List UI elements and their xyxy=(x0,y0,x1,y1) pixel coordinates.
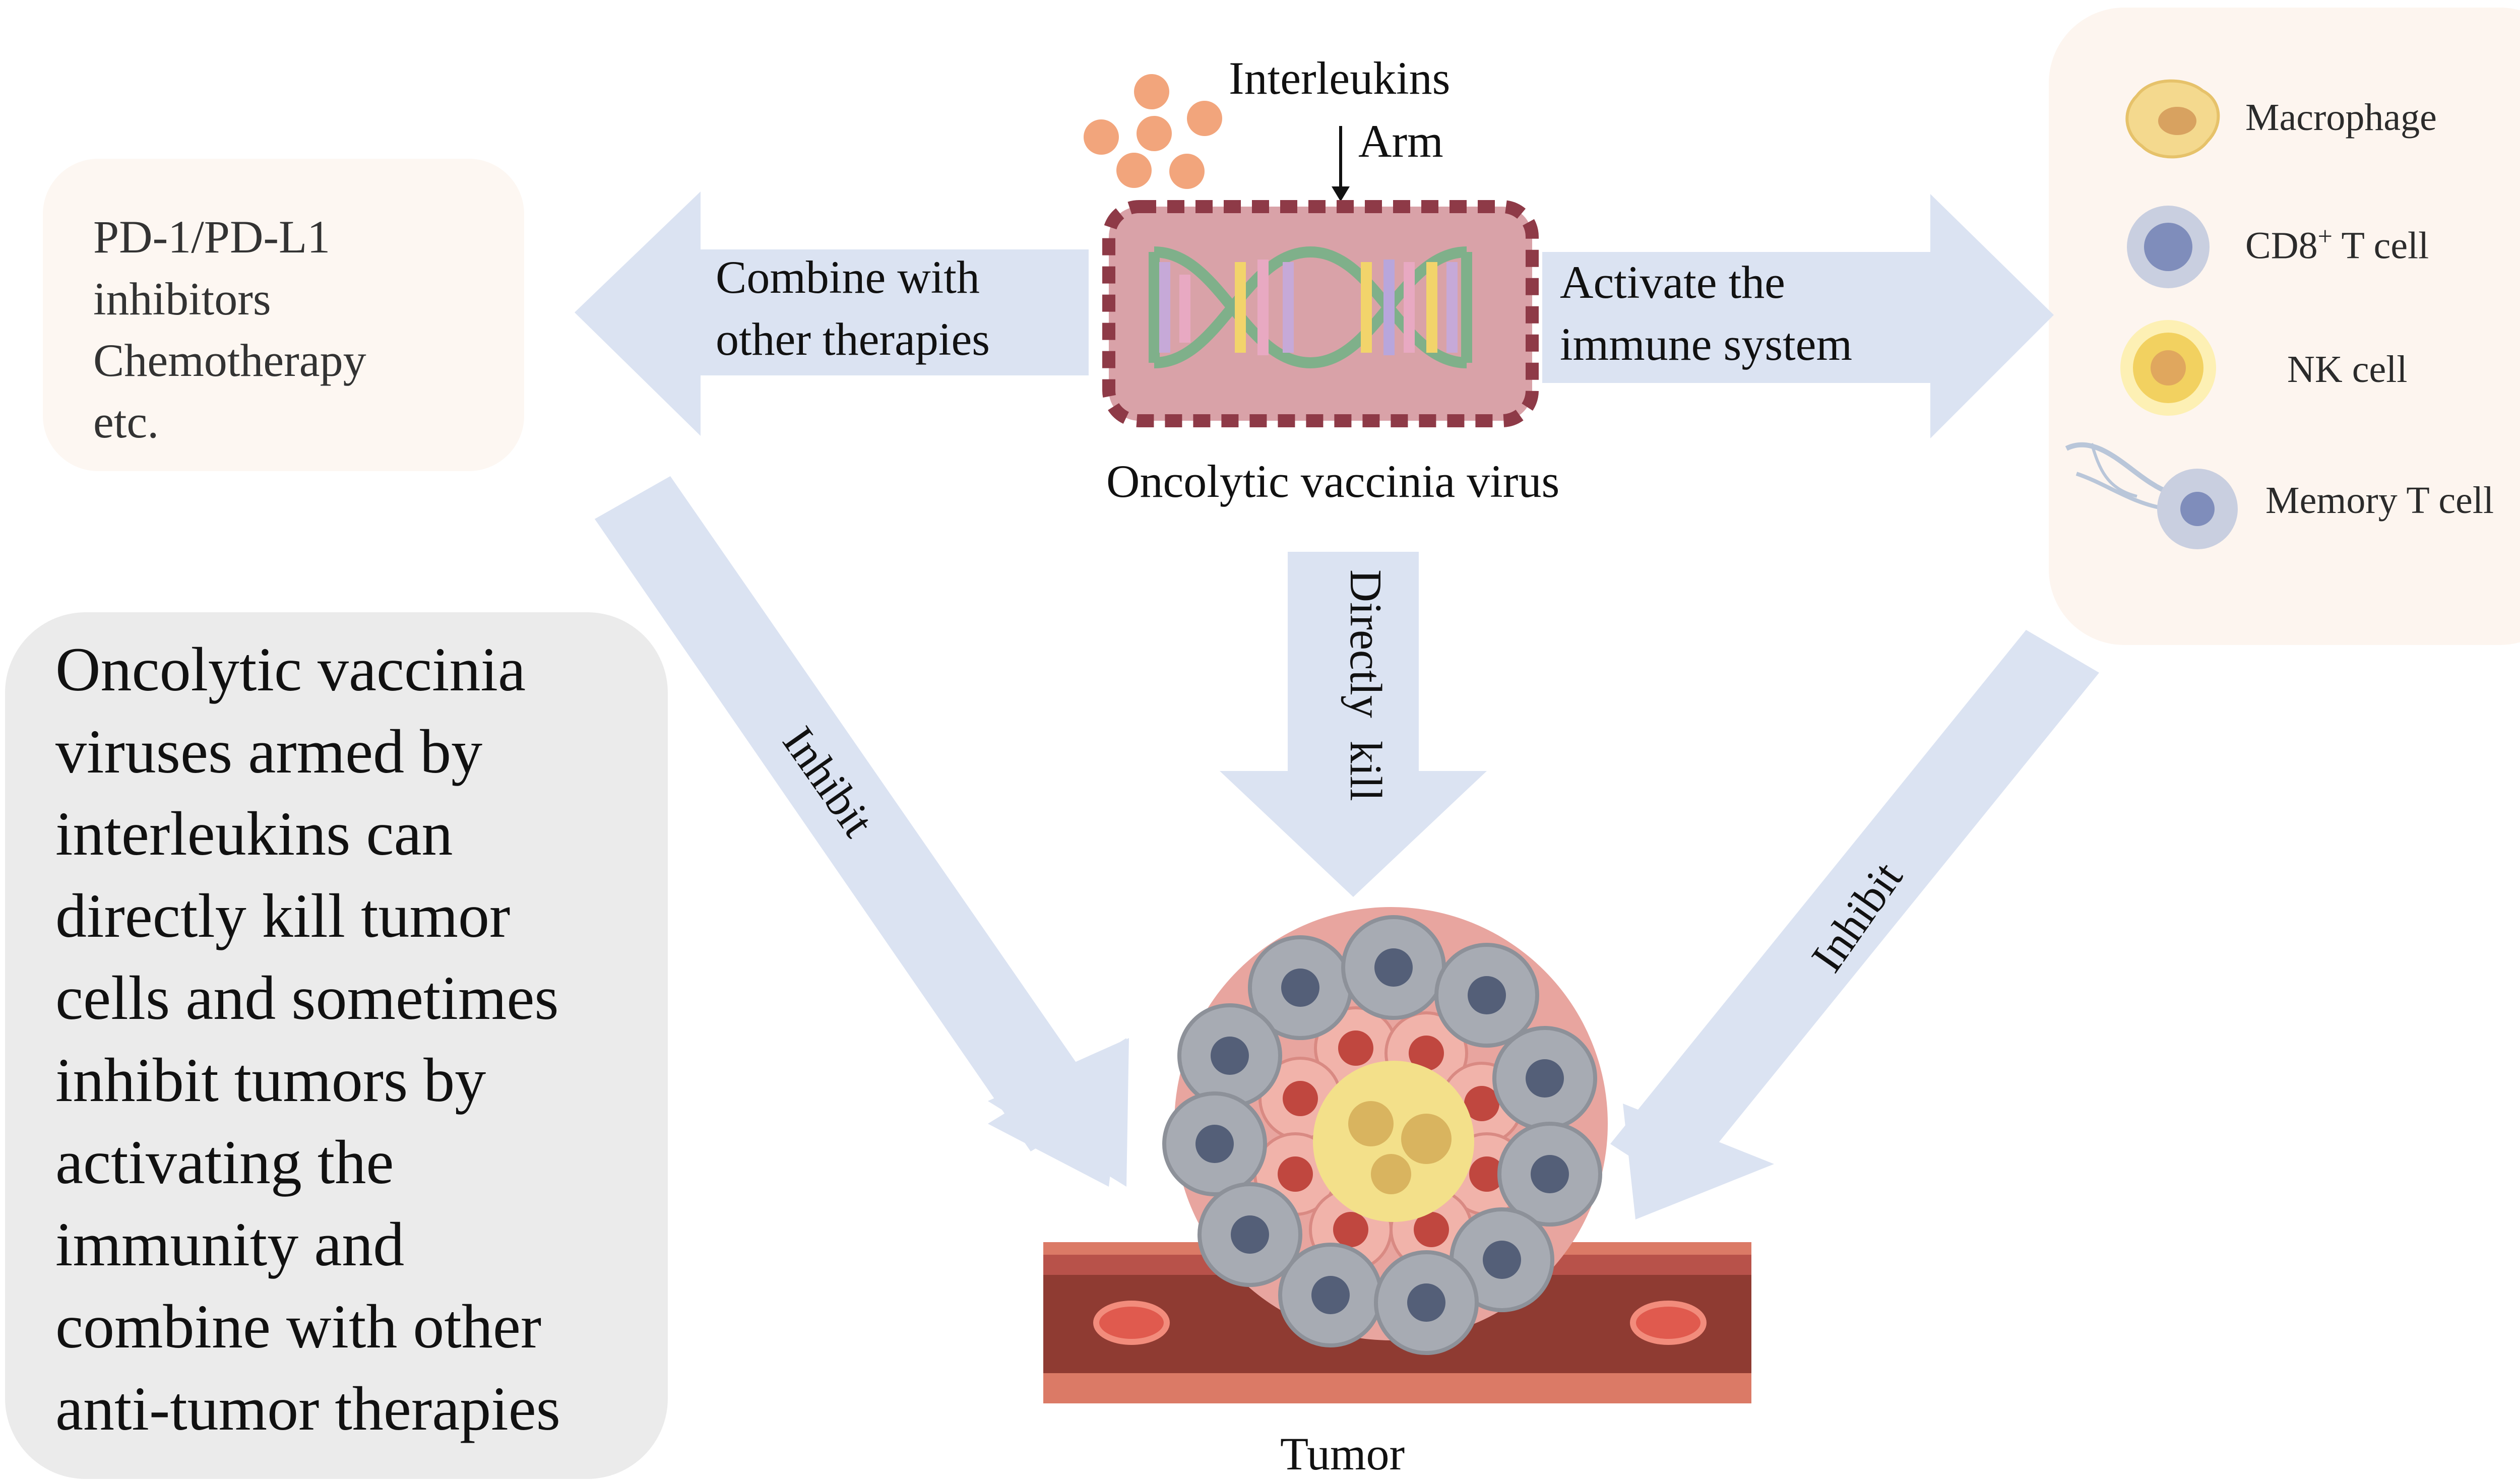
right-arrow xyxy=(1542,194,2054,438)
macrophage-icon xyxy=(2125,79,2220,159)
inhibit-left-arrow-head xyxy=(988,1038,1129,1187)
memory-t-cell-label: Memory T cell xyxy=(2265,479,2494,522)
memory-t-cell-icon xyxy=(2065,442,2238,549)
interleukin-dots-icon xyxy=(1084,74,1222,189)
tumor-label: Tumor xyxy=(1280,1428,1405,1479)
down-arrow xyxy=(1220,552,1487,897)
summary-line-4: directly kill tumor xyxy=(55,881,511,950)
arm-arrow-icon xyxy=(1332,126,1350,202)
summary-line-2: viruses armed by xyxy=(55,717,483,786)
inhibit-left-arrow-shaft xyxy=(595,476,1106,1151)
virus-label: Oncolytic vaccinia virus xyxy=(1106,456,1560,507)
summary-line-5: cells and sometimes xyxy=(55,963,559,1033)
cd8-superscript: + xyxy=(2317,222,2333,251)
combine-label-line-1: Combine with xyxy=(716,251,980,303)
therapies-line-1: PD-1/PD-L1 xyxy=(93,211,331,263)
cd8-t-cell-label: CD8+ T cell xyxy=(2245,222,2429,268)
activate-label-line-1: Activate the xyxy=(1560,256,1786,308)
therapies-box xyxy=(43,159,524,471)
directly-kill-label: Directly kill xyxy=(1341,569,1391,801)
left-arrow xyxy=(575,191,1089,436)
cd8-t-cell-icon xyxy=(2127,206,2210,288)
cd8-label: CD8 xyxy=(2245,224,2318,267)
summary-line-3: interleukins can xyxy=(55,799,453,868)
inhibit-right-arrow-head xyxy=(1623,1104,1774,1219)
arm-label: Arm xyxy=(1358,115,1443,167)
therapies-line-3: Chemotherapy xyxy=(93,335,366,386)
vaccinia-virus-icon xyxy=(1102,200,1539,427)
summary-line-1: Oncolytic vaccinia xyxy=(55,635,526,704)
inhibit-right-arrow-shaft xyxy=(1610,630,2099,1189)
combine-label-line-2: other therapies xyxy=(716,313,990,365)
therapies-line-2: inhibitors xyxy=(93,273,271,325)
summary-line-8: immunity and xyxy=(55,1210,405,1279)
summary-line-7: activating the xyxy=(55,1128,394,1197)
macrophage-label: Macrophage xyxy=(2245,96,2437,139)
summary-line-10: anti-tumor therapies xyxy=(55,1374,560,1443)
nk-cell-label: NK cell xyxy=(2287,348,2408,391)
nk-cell-icon xyxy=(2120,320,2216,416)
activate-label-line-2: immune system xyxy=(1560,318,1853,370)
summary-box xyxy=(5,612,668,1479)
tumor-icon xyxy=(1162,907,1608,1355)
cd8-suffix: T cell xyxy=(2332,224,2429,267)
therapies-line-4: etc. xyxy=(93,396,159,447)
summary-line-6: inhibit tumors by xyxy=(55,1046,486,1115)
summary-line-9: combine with other xyxy=(55,1292,542,1361)
interleukins-label: Interleukins xyxy=(1229,52,1451,104)
